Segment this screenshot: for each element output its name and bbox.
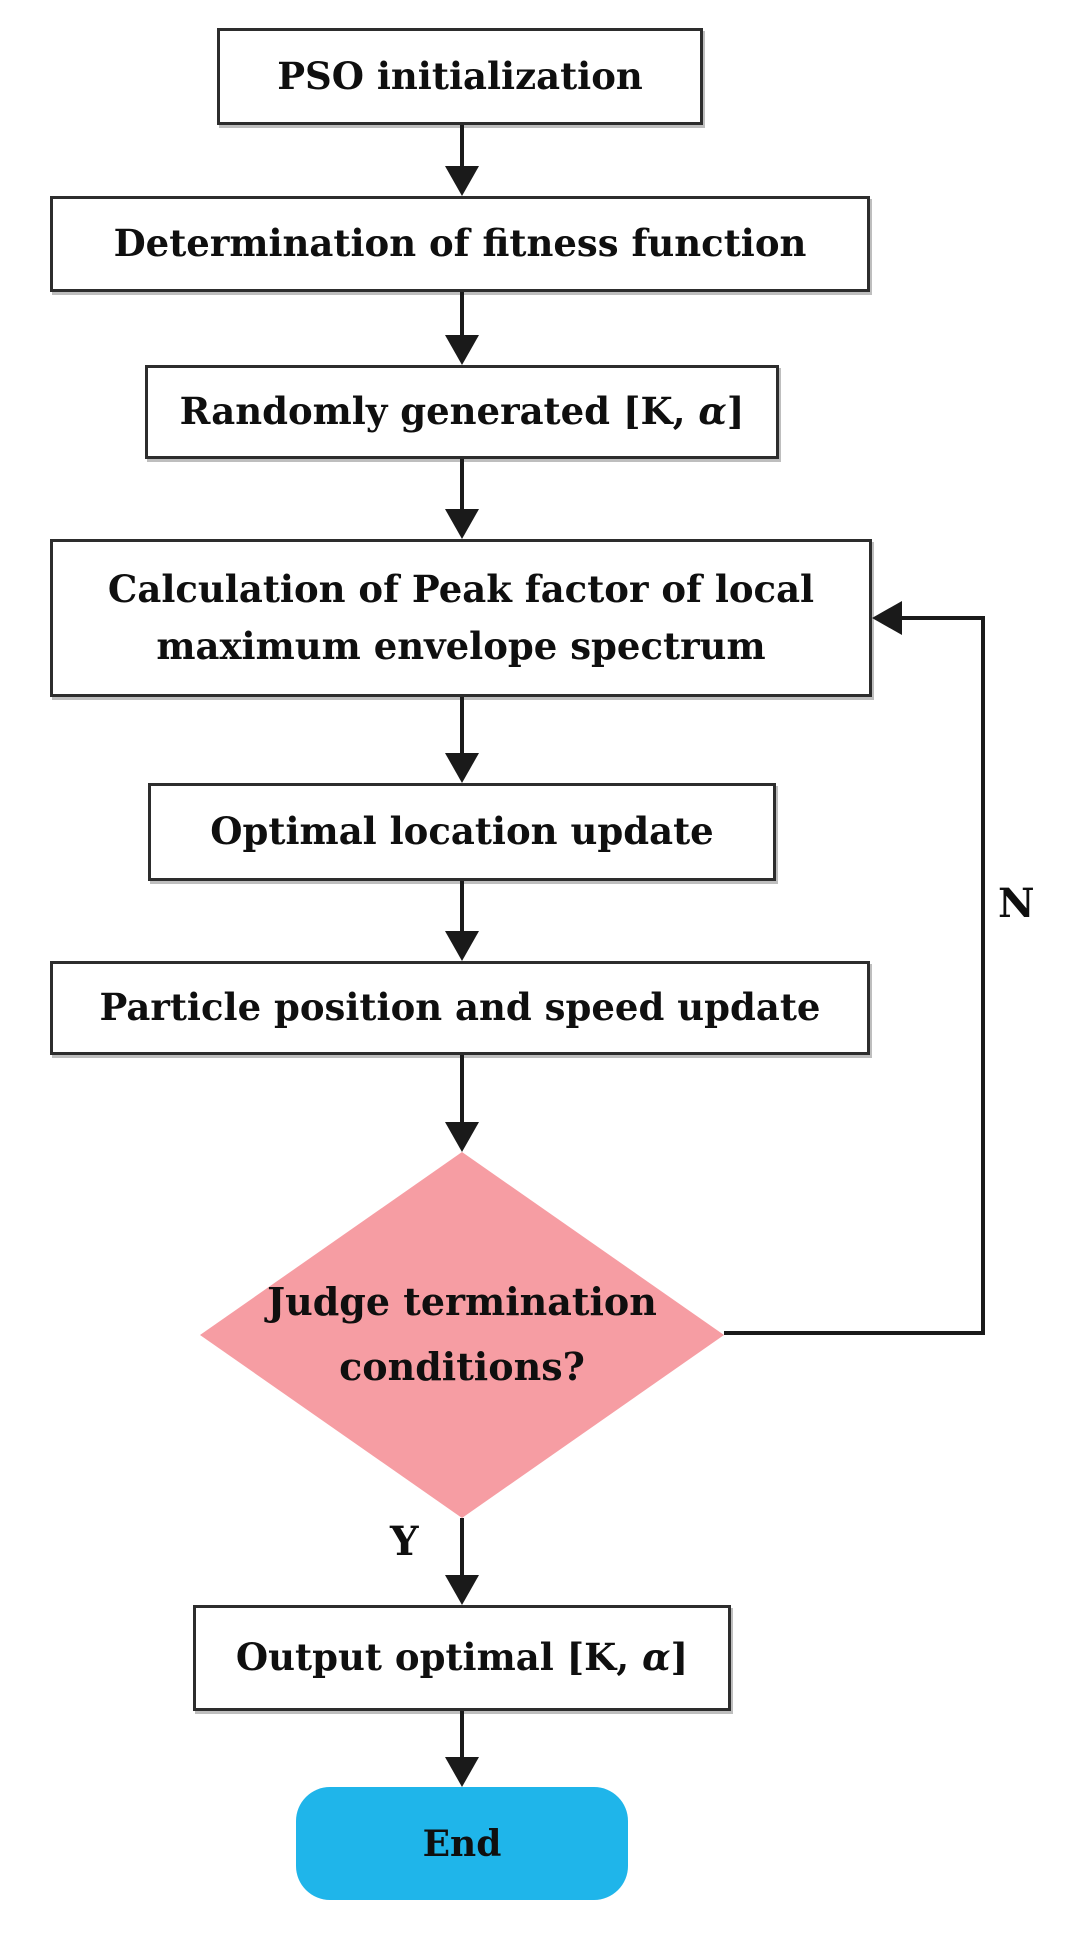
arrowhead-down-icon	[445, 166, 479, 196]
flow-step-output-optimal: Output optimal [K, α]	[193, 1605, 731, 1711]
flow-step-fitness-function: Determination of fitness function	[50, 196, 870, 292]
step-label: Determination of fitness function	[113, 221, 807, 266]
decision-label-line1: Judge termination	[267, 1279, 657, 1325]
edge-label-no: N	[998, 880, 1035, 927]
arrowhead-down-icon	[445, 1757, 479, 1787]
feedback-line-bottom	[724, 1331, 985, 1335]
edge-label-yes: Y	[390, 1518, 419, 1565]
alpha-symbol: α	[642, 1635, 671, 1680]
flow-step-optimal-location-update: Optimal location update	[148, 783, 776, 881]
step-label: Output optimal [K, α]	[235, 1635, 689, 1680]
flow-step-randomly-generated: Randomly generated [K, α]	[145, 365, 779, 459]
arrowhead-down-icon	[445, 1575, 479, 1605]
flow-decision-termination-conditions: Judge termination conditions?	[200, 1152, 724, 1518]
arrowhead-down-icon	[445, 753, 479, 783]
arrow-line-optimal-to-particle	[460, 881, 464, 935]
step-label: Particle position and speed update	[99, 985, 821, 1030]
decision-label-line2: conditions?	[339, 1344, 585, 1389]
arrowhead-down-icon	[445, 509, 479, 539]
arrowhead-down-icon	[445, 1122, 479, 1152]
feedback-line-top	[900, 616, 985, 620]
alpha-symbol: α	[698, 389, 727, 434]
flow-step-particle-position-speed-update: Particle position and speed update	[50, 961, 870, 1055]
step-label: PSO initialization	[277, 53, 643, 98]
arrow-line-decision-to-output-yes	[460, 1518, 464, 1579]
arrowhead-down-icon	[445, 931, 479, 961]
arrow-line-particle-to-decision	[460, 1055, 464, 1126]
step-label: Randomly generated [K, α]	[179, 389, 745, 434]
arrow-line-fitness-to-random	[460, 292, 464, 339]
arrow-line-init-to-fitness	[460, 125, 464, 170]
arrowhead-left-icon	[872, 601, 902, 635]
flow-terminator-end: End	[296, 1787, 628, 1900]
feedback-line-vertical	[981, 616, 985, 1335]
end-label: End	[422, 1822, 502, 1865]
arrow-line-output-to-end	[460, 1711, 464, 1761]
arrow-line-random-to-calc	[460, 459, 464, 513]
arrowhead-down-icon	[445, 335, 479, 365]
arrow-line-calc-to-optimal	[460, 697, 464, 757]
step-label-line1: Calculation of Peak factor of local	[107, 566, 815, 611]
flow-step-peak-factor-calculation: Calculation of Peak factor of local maxi…	[50, 539, 872, 697]
step-label-line2: maximum envelope spectrum	[156, 624, 766, 668]
flow-step-pso-initialization: PSO initialization	[217, 28, 703, 125]
step-label: Optimal location update	[210, 809, 714, 854]
